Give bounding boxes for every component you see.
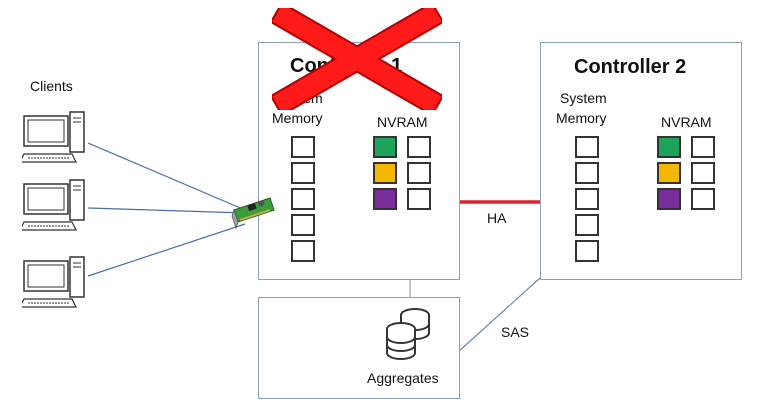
nvram-mirror-slot (691, 188, 715, 210)
failure-cross-icon (269, 1, 445, 117)
nvram-mirror-slot (407, 162, 431, 184)
memory-slot (291, 240, 315, 262)
controller-2-nvram-label: NVRAM (661, 114, 712, 130)
client-link-3 (87, 223, 246, 277)
client-computer-2 (19, 178, 88, 241)
computer-icon (19, 111, 85, 163)
nvram-slot-yellow (373, 162, 397, 184)
memory-slot (575, 214, 599, 236)
database-icon (386, 308, 430, 360)
client-link-2 (87, 207, 246, 214)
aggregates-storage (383, 305, 433, 370)
clients-label: Clients (30, 78, 73, 94)
controller-1-nvram-label: NVRAM (377, 114, 428, 130)
nvram-mirror-slot (691, 136, 715, 158)
sas-link (457, 277, 541, 353)
sas-label: SAS (501, 324, 530, 340)
nvram-slot-purple (373, 188, 397, 210)
controller-2-memory-label-line1: System (560, 90, 607, 106)
memory-slot (291, 162, 315, 184)
nvram-mirror-slot (691, 162, 715, 184)
aggregates-label: Aggregates (367, 370, 439, 386)
nvram-mirror-slot (407, 136, 431, 158)
client-computer-1 (19, 110, 88, 173)
memory-slot (291, 188, 315, 210)
memory-slot (575, 162, 599, 184)
nvram-mirror-slot (407, 188, 431, 210)
nvram-slot-yellow (657, 162, 681, 184)
memory-slot (291, 136, 315, 158)
controller-1-failed-marker (269, 1, 445, 117)
controller-2-box (540, 42, 742, 280)
ha-label: HA (487, 210, 507, 226)
nvram-slot-green (657, 136, 681, 158)
controller-2-memory-label-line2: Memory (556, 110, 607, 126)
memory-slot (575, 136, 599, 158)
controller-1-memory-label-line2: Memory (272, 110, 323, 126)
network-card-icon (231, 197, 275, 230)
client-link-1 (87, 142, 246, 211)
memory-slot (291, 214, 315, 236)
network-card (230, 196, 276, 235)
controller-2-title: Controller 2 (574, 56, 687, 78)
computer-icon (19, 179, 85, 231)
nvram-slot-purple (657, 188, 681, 210)
memory-slot (575, 240, 599, 262)
computer-icon (19, 256, 85, 308)
nvram-slot-green (373, 136, 397, 158)
client-computer-3 (19, 255, 88, 318)
memory-slot (575, 188, 599, 210)
